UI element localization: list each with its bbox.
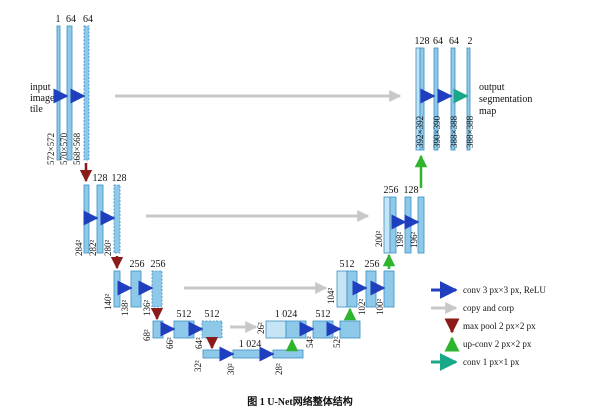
input-label-line2: image bbox=[30, 93, 55, 104]
legend-copy: copy and corp bbox=[463, 303, 514, 313]
size-label: 388×388 bbox=[449, 115, 459, 148]
decoder-level-2: 256 128 200² 198² 196² bbox=[374, 185, 425, 254]
size-label: 572×572 bbox=[46, 133, 56, 165]
feature-map bbox=[272, 349, 304, 359]
feature-map-crop bbox=[151, 270, 163, 308]
size-label: 280² bbox=[103, 240, 113, 257]
size-label: 64² bbox=[194, 337, 204, 349]
size-label: 136² bbox=[142, 300, 152, 317]
size-label: 388×388 bbox=[465, 115, 475, 148]
feature-map bbox=[202, 349, 224, 359]
legend-conv: conv 3 px×3 px, ReLU bbox=[463, 285, 546, 295]
feature-map bbox=[339, 320, 361, 339]
channel-label: 128 bbox=[415, 36, 430, 47]
input-label-line1: input bbox=[30, 82, 51, 93]
size-label: 568×568 bbox=[72, 132, 82, 165]
size-label: 390×390 bbox=[432, 115, 442, 148]
size-label: 30² bbox=[226, 363, 236, 375]
legend: conv 3 px×3 px, ReLU copy and corp max p… bbox=[431, 281, 546, 371]
feature-map-upsampled bbox=[346, 270, 358, 308]
bottleneck-level: 1 024 32² 30² 28² bbox=[193, 339, 304, 375]
channel-label: 64 bbox=[449, 36, 459, 47]
size-label: 66² bbox=[165, 337, 175, 349]
feature-map-crop bbox=[201, 320, 223, 339]
output-label-line2: segmentation bbox=[479, 94, 532, 105]
size-label: 52² bbox=[332, 336, 342, 348]
channel-label: 128 bbox=[112, 173, 127, 184]
decoder-level-4: 1 024 512 26² 54² 52² bbox=[256, 309, 361, 348]
channel-label: 256 bbox=[384, 185, 399, 196]
channel-label: 256 bbox=[130, 259, 145, 270]
feature-map bbox=[130, 270, 142, 308]
channel-label: 512 bbox=[340, 259, 355, 270]
skip-connections bbox=[115, 90, 402, 333]
encoder-level-2: 128 128 284² 282² 280² bbox=[74, 173, 127, 256]
size-label: 28² bbox=[274, 363, 284, 375]
size-label: 104² bbox=[326, 288, 336, 305]
size-label: 102² bbox=[357, 299, 367, 316]
channel-label: 512 bbox=[177, 309, 192, 320]
channel-label: 64 bbox=[83, 14, 93, 25]
size-label: 198² bbox=[395, 232, 405, 249]
size-label: 282² bbox=[88, 240, 98, 257]
decoder-level-1: 128 64 64 2 392×392 390×390 388×388 388×… bbox=[415, 36, 532, 151]
size-label: 32² bbox=[193, 360, 203, 372]
channel-label: 256 bbox=[151, 259, 166, 270]
feature-map-crop bbox=[113, 184, 121, 254]
size-label: 284² bbox=[74, 240, 84, 257]
size-label: 138² bbox=[120, 300, 130, 317]
figure-caption: 图 1 U-Net网络整体结构 bbox=[247, 395, 353, 408]
channel-label: 128 bbox=[404, 185, 419, 196]
channel-label: 64 bbox=[433, 36, 443, 47]
channel-label: 1 bbox=[56, 14, 61, 25]
encoder-level-4: 512 512 68² 66² 64² bbox=[142, 309, 223, 349]
size-label: 570×570 bbox=[59, 132, 69, 165]
channel-label: 512 bbox=[205, 309, 220, 320]
size-label: 196² bbox=[409, 232, 419, 249]
feature-map-copied bbox=[336, 270, 348, 308]
feature-map-upsampled bbox=[285, 320, 307, 339]
size-label: 200² bbox=[374, 231, 384, 248]
encoder-level-1: 1 64 64 input image tile 572×572 570×570… bbox=[30, 14, 93, 165]
channel-label: 64 bbox=[66, 14, 76, 25]
size-label: 26² bbox=[256, 322, 266, 334]
feature-map bbox=[312, 320, 334, 339]
size-label: 68² bbox=[142, 329, 152, 341]
feature-map-copied bbox=[265, 320, 287, 339]
channel-label: 1 024 bbox=[275, 309, 298, 320]
feature-map bbox=[173, 320, 195, 339]
channel-label: 256 bbox=[365, 259, 380, 270]
channel-label: 512 bbox=[316, 309, 331, 320]
feature-map-crop bbox=[83, 25, 90, 161]
size-label: 140² bbox=[103, 294, 113, 311]
size-label: 54² bbox=[305, 336, 315, 348]
input-label-line3: tile bbox=[30, 104, 43, 115]
feature-map-copied bbox=[383, 196, 391, 254]
decoder-level-3: 512 256 104² 102² 100² bbox=[326, 259, 395, 316]
channel-label: 2 bbox=[468, 36, 473, 47]
output-label-line1: output bbox=[479, 82, 505, 93]
channel-label: 128 bbox=[93, 173, 108, 184]
channel-label: 1 024 bbox=[239, 339, 262, 350]
feature-map bbox=[232, 349, 264, 359]
feature-map bbox=[152, 320, 164, 339]
legend-maxpool: max pool 2 px×2 px bbox=[463, 321, 536, 331]
legend-final-conv: conv 1 px×1 px bbox=[463, 357, 520, 367]
legend-upconv: up-conv 2 px×2 px bbox=[463, 339, 532, 349]
output-label-line3: map bbox=[479, 106, 496, 117]
encoder-level-3: 256 256 140² 138² 136² bbox=[103, 259, 166, 316]
feature-map bbox=[383, 270, 395, 308]
size-label: 100² bbox=[375, 299, 385, 316]
size-label: 392×392 bbox=[415, 116, 425, 148]
